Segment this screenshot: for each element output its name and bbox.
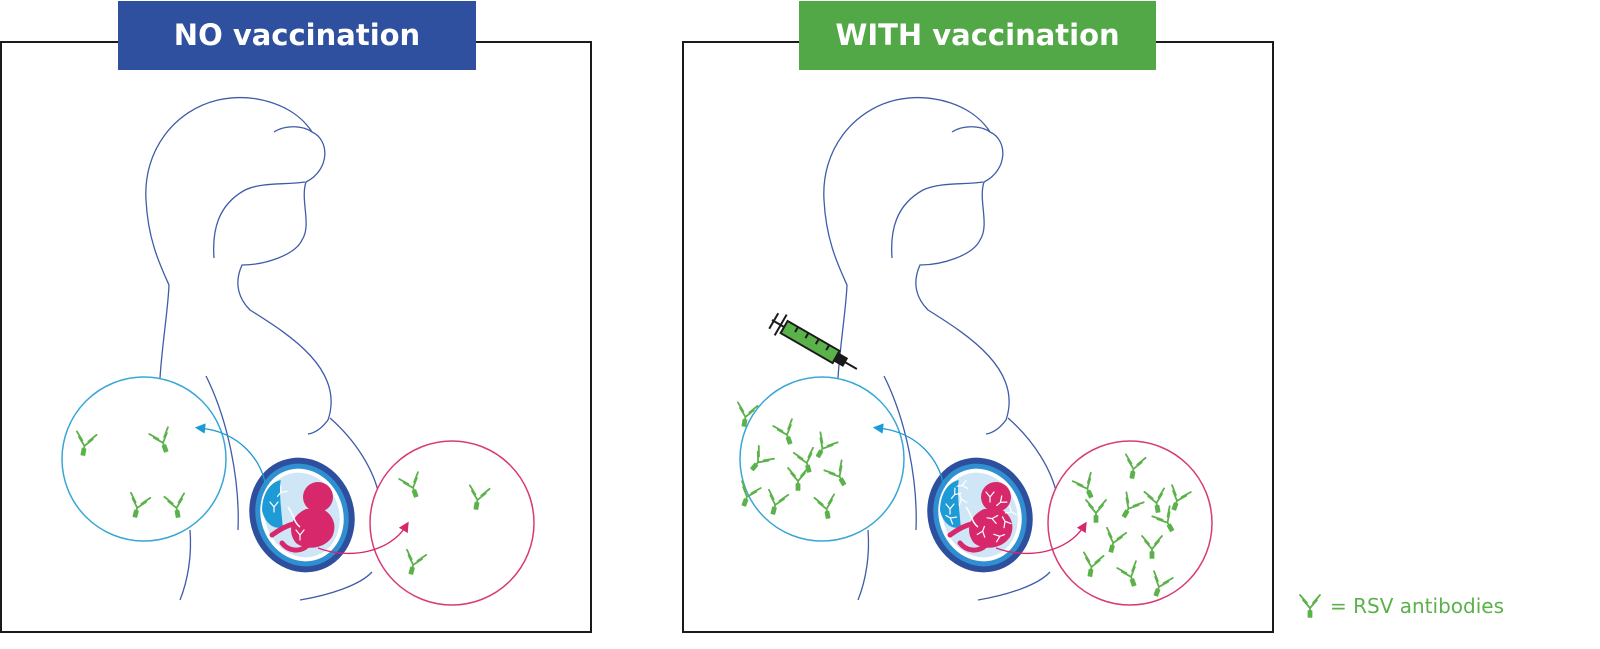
fetus-arm	[947, 520, 979, 538]
umbilical-cord	[287, 506, 301, 528]
fetus-head	[981, 482, 1011, 512]
mother-arm-line	[883, 375, 917, 531]
baby-blood-circle	[369, 440, 535, 606]
fetus	[269, 482, 335, 553]
title-with-vaccination: WITH vaccination	[799, 1, 1156, 70]
placenta	[940, 480, 961, 528]
syringe-plunger	[768, 312, 831, 351]
scene-left	[61, 97, 535, 606]
fetus-leg	[279, 540, 311, 553]
mother-thigh-line	[299, 571, 373, 601]
legend-antibody-icon	[1299, 594, 1321, 618]
legend-label: = RSV antibodies	[1330, 594, 1504, 618]
fetus-body	[291, 509, 335, 548]
arrow-to-maternal	[194, 423, 267, 489]
syringe-barrel	[779, 319, 841, 365]
fetus-head	[303, 482, 333, 512]
fetus-arm	[269, 520, 301, 538]
mother-silhouette	[823, 97, 1010, 435]
legend: = RSV antibodies	[1296, 588, 1504, 624]
mother-back-line	[857, 529, 870, 601]
scene-right	[733, 97, 1213, 606]
fetus	[947, 482, 1013, 553]
arrow-to-baby	[317, 521, 409, 555]
umbilical-cord	[965, 506, 979, 528]
mother-back-line	[179, 529, 192, 601]
syringe-icon	[768, 312, 858, 370]
fetus-body	[969, 509, 1013, 548]
maternal-blood-circle	[739, 376, 905, 542]
arrow-to-maternal	[872, 423, 945, 489]
mother-silhouette	[145, 97, 332, 435]
placenta	[262, 480, 283, 528]
mother-thigh-line	[977, 571, 1051, 601]
fetus-leg	[957, 540, 989, 553]
syringe-needle	[832, 352, 858, 370]
mother-arm-line	[205, 375, 239, 531]
title-no-vaccination: NO vaccination	[118, 1, 476, 70]
maternal-blood-circle	[61, 376, 227, 542]
arrow-to-baby	[995, 521, 1087, 555]
